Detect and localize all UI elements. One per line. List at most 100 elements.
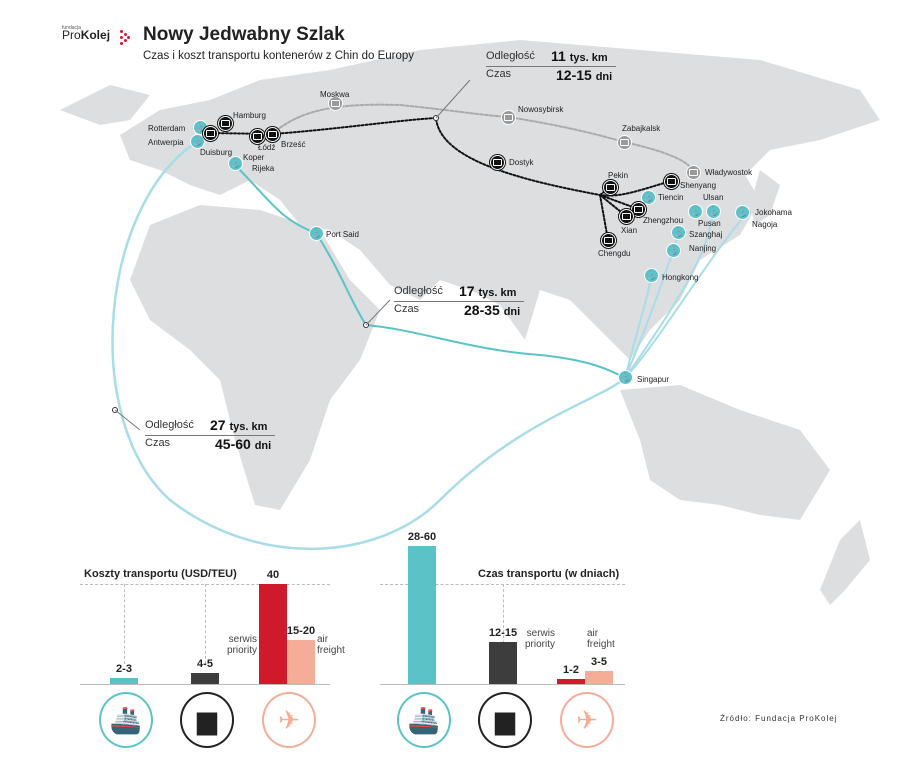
city-label-chengdu: Chengdu xyxy=(598,249,631,258)
bar-label-1: 4-5 xyxy=(197,657,213,670)
train-icon xyxy=(617,135,632,150)
city-label-wladywostok: Władywostok xyxy=(705,168,753,177)
divider xyxy=(145,435,275,436)
city-label-ulsan: Ulsan xyxy=(703,193,724,202)
city-label-szanghaj: Szanghaj xyxy=(689,230,723,239)
anchor-icon: ⚓ xyxy=(190,134,205,149)
train-icon xyxy=(490,155,505,170)
sea-route-cape xyxy=(111,138,627,550)
anchor-icon: ⚓ xyxy=(644,268,659,283)
city-label-nagoja: Nagoja xyxy=(752,220,778,229)
city-label-pusan: Pusan xyxy=(698,219,721,228)
anchor-icon: ⚓ xyxy=(688,204,703,219)
time-value: 12-15 dni xyxy=(556,67,613,83)
bar-3 xyxy=(585,671,613,684)
city-label-tiencin: Tiencin xyxy=(658,193,684,202)
rail-route-main xyxy=(209,116,672,197)
train-icon xyxy=(250,129,265,144)
city-label-zhengzhou: Zhengzhou xyxy=(643,216,684,225)
train-icon xyxy=(619,209,634,224)
anchor-icon: ⚓ xyxy=(309,226,324,241)
bar-label-1: 12-15 xyxy=(488,626,518,639)
sea-route-asia xyxy=(624,209,746,379)
page-subtitle: Czas i koszt transportu kontenerów z Chi… xyxy=(143,50,415,62)
bar-0 xyxy=(408,546,436,684)
train-icon xyxy=(203,126,218,141)
leader-line xyxy=(503,584,504,664)
page-title: Nowy Jedwabny Szlak xyxy=(143,24,345,45)
distance-label: Odległość xyxy=(486,50,535,62)
anchor-icon: ⚓ xyxy=(228,156,243,171)
train-icon xyxy=(686,165,701,180)
city-label-moskwa: Moskwa xyxy=(320,90,350,99)
time-value: 45-60 dni xyxy=(215,436,272,452)
bar-label-2: 1-2 xyxy=(563,664,579,676)
train-icon xyxy=(265,127,280,142)
distance-label: Odległość xyxy=(394,285,443,297)
train-icon xyxy=(328,96,343,111)
distance-label: Odległość xyxy=(145,419,194,431)
bar-0 xyxy=(110,677,138,684)
anchor-icon: ⚓ xyxy=(706,204,721,219)
city-label-rijeka: Rijeka xyxy=(252,164,275,173)
logo: fundacja ProKolej xyxy=(62,25,130,45)
time-label: Czas xyxy=(394,303,420,315)
bar-label-3: 3-5 xyxy=(591,656,607,669)
bar-label-2: 40 xyxy=(266,569,280,581)
city-label-singapur: Singapur xyxy=(637,375,670,384)
city-label-shenyang: Shenyang xyxy=(680,181,717,190)
divider xyxy=(486,66,616,67)
logo-small: fundacja xyxy=(62,25,81,31)
city-label-nowosybirsk: Nowosybirsk xyxy=(518,105,564,114)
train-icon xyxy=(601,233,616,248)
train-wagon-icon: ▆ xyxy=(180,692,234,748)
bar-label-0: 2-3 xyxy=(116,662,132,675)
city-label-xian: Xian xyxy=(621,226,638,235)
bar-1 xyxy=(191,672,219,684)
land xyxy=(60,40,880,605)
plane-icon: ✈ xyxy=(560,692,614,748)
divider xyxy=(394,301,524,302)
bar-label-3: 15-20 xyxy=(286,625,316,638)
city-label-lodz: Łódź xyxy=(258,143,276,152)
city-label-koper: Koper xyxy=(243,153,265,162)
city-label-jokohama: Jokohama xyxy=(755,208,792,217)
anchor-icon: ⚓ xyxy=(671,225,686,240)
gridline xyxy=(380,584,625,585)
train-icon xyxy=(631,202,646,217)
city-label-duisburg: Duisburg xyxy=(200,148,233,157)
anchor-icon: ⚓ xyxy=(735,205,750,220)
ship-icon: 🚢 xyxy=(99,692,153,748)
logo-dots-icon xyxy=(120,30,130,45)
chart-title: Koszty transportu (USD/TEU) xyxy=(84,568,237,580)
anchor-icon: ⚓ xyxy=(666,243,681,258)
city-label-pekin: Pekin xyxy=(608,171,629,180)
city-label-antwerpia: Antwerpia xyxy=(148,138,184,147)
city-label-port_said: Port Said xyxy=(326,230,359,239)
city-label-hamburg: Hamburg xyxy=(233,111,266,120)
city-label-hongkong: Hongkong xyxy=(662,273,699,282)
logo-pro: Pro xyxy=(62,28,81,42)
city-label-rotterdam: Rotterdam xyxy=(148,124,186,133)
chart-title: Czas transportu (w dniach) xyxy=(478,568,620,580)
distance-value: 17 tys. km xyxy=(459,283,517,299)
train-wagon-icon: ▆ xyxy=(478,692,532,748)
distance-value: 11 tys. km xyxy=(551,48,608,64)
ship-icon: 🚢 xyxy=(397,692,451,748)
time-value: 28-35 dni xyxy=(464,302,521,318)
distance-value: 27 tys. km xyxy=(210,417,268,433)
city-label-brzesc: Brześć xyxy=(281,140,306,149)
anchor-icon: ⚓ xyxy=(641,190,656,205)
train-icon xyxy=(501,110,516,125)
bar-2 xyxy=(259,584,287,684)
leader-line xyxy=(205,584,206,664)
plane-icon: ✈ xyxy=(262,692,316,748)
bar-1 xyxy=(489,641,517,684)
